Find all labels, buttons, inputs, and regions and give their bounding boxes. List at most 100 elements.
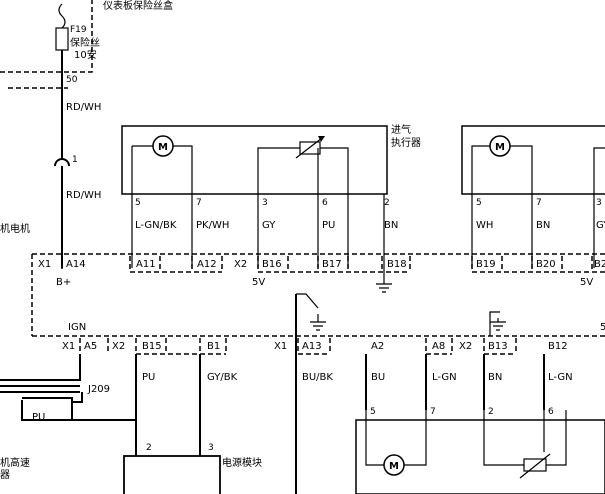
wire-color-label: PU xyxy=(142,372,155,383)
ign-label: IGN xyxy=(68,322,86,333)
actuator1-pin: 2 xyxy=(384,198,390,208)
power-module-pin: 2 xyxy=(146,443,152,453)
lower-actuator-pin: 7 xyxy=(430,407,436,417)
actuator1-pot-leads xyxy=(257,147,349,268)
actuator2-box xyxy=(461,125,605,195)
bottom-wire-labels: PU GY/BK BU/BK BU L-GN BN L-GN xyxy=(142,372,573,383)
ground-symbol-internal xyxy=(310,314,326,331)
actuator1-pin: 3 xyxy=(262,198,268,208)
wire-color-label: L-GN xyxy=(548,372,573,383)
j209-stub xyxy=(72,392,83,403)
actuator1-pot-arrowhead xyxy=(318,136,325,142)
pin-brackets-bottom xyxy=(79,338,517,354)
wire-color-label: BN xyxy=(536,220,550,231)
actuator-name-line2: 执行器 xyxy=(391,136,421,149)
actuator2-motor-symbol: M xyxy=(495,142,505,153)
fuse-box-outline xyxy=(0,0,93,73)
lower-pot-resistor xyxy=(523,458,547,472)
ground-symbol-b18 xyxy=(376,268,392,293)
splice-number: 1 xyxy=(72,155,78,165)
internal-switch xyxy=(296,293,319,309)
wire-color-label: GY xyxy=(596,220,605,231)
wire-color-label: BN xyxy=(384,220,398,231)
wire-label-pu-left: PU xyxy=(32,412,45,423)
actuator2-pin: 3 xyxy=(596,198,602,208)
fuse-pin: 50 xyxy=(66,75,78,85)
actuator1-wire-colors: L-GN/BK PK/WH GY PU BN xyxy=(135,220,398,231)
pin-label: A8 xyxy=(432,341,445,352)
connector-id: X2 xyxy=(234,259,247,270)
pin-label: B20 xyxy=(536,259,556,270)
wire-color-label: BN xyxy=(488,372,502,383)
wire-color-label: GY xyxy=(262,220,276,231)
lower-actuator-pin: 6 xyxy=(548,407,554,417)
wire-color-label: PK/WH xyxy=(196,220,229,231)
wire-color-label: BU xyxy=(371,372,385,383)
pin-label: B19 xyxy=(476,259,496,270)
wire-color-label: WH xyxy=(476,220,493,231)
left-high-speed-label-line1: 机高速 xyxy=(0,456,30,469)
pin-label: A5 xyxy=(84,341,97,352)
pin-label: B12 xyxy=(548,341,568,352)
wire-label-rdwh-top: RD/WH xyxy=(66,102,101,113)
edge-pin-label: 5 xyxy=(600,322,605,333)
actuator2-pin: 7 xyxy=(536,198,542,208)
lower-pot-leads xyxy=(483,410,567,466)
lower-pot-arrow xyxy=(519,453,551,479)
actuator2-wire-colors: WH BN GY xyxy=(476,220,605,231)
actuator2-pins: 5 7 3 xyxy=(476,198,602,208)
lower-motor-leads xyxy=(365,410,427,466)
wire-label-j209: J209 xyxy=(87,384,110,395)
actuator1-pin: 7 xyxy=(196,198,202,208)
pin-label: B15 xyxy=(142,341,162,352)
pin-brackets-top xyxy=(61,256,593,272)
fuse-name-line1: 保险丝 xyxy=(70,36,100,49)
pin-label: B18 xyxy=(387,259,407,270)
actuator2-pin: 5 xyxy=(476,198,482,208)
connector-id: X1 xyxy=(62,341,75,352)
power-module-label: 电源模块 xyxy=(222,456,262,469)
pin-label: B13 xyxy=(488,341,508,352)
module-top-connectors: X1 A14 A11 A12 X2 B16 B17 B18 B19 B20 B2… xyxy=(38,259,605,288)
a5-wires xyxy=(0,354,81,393)
intake-actuator-box xyxy=(121,125,388,195)
connector-id: X1 xyxy=(274,341,287,352)
wire-color-label: BU/BK xyxy=(302,372,333,383)
actuator1-pot-arrow xyxy=(295,137,323,159)
actuator1-pin: 5 xyxy=(135,198,141,208)
lower-actuator-pin: 2 xyxy=(488,407,494,417)
power-module-pin: 3 xyxy=(208,443,214,453)
fuse-element xyxy=(55,27,69,51)
lower-actuator-wires xyxy=(365,354,545,410)
bplus-label: B+ xyxy=(56,277,71,288)
actuator1-motor-leads xyxy=(131,145,193,268)
splice-crossover xyxy=(54,158,70,167)
actuator1-pin: 6 xyxy=(322,198,328,208)
wire-color-label: L-GN xyxy=(432,372,457,383)
lower-motor-symbol: M xyxy=(389,461,399,472)
j209-loop xyxy=(22,397,73,420)
ref-5v-label: 5V xyxy=(580,277,593,288)
pin-label: B17 xyxy=(322,259,342,270)
actuator1-pins: 5 7 3 6 2 xyxy=(135,198,390,208)
wire-color-label: GY/BK xyxy=(207,372,238,383)
pin-label: A2 xyxy=(371,341,384,352)
wire-color-label: L-GN/BK xyxy=(135,220,177,231)
left-motor-label: 机电机 xyxy=(0,222,30,235)
actuator2-leads xyxy=(471,145,605,268)
pin-label: B16 xyxy=(262,259,282,270)
fuse-panel-label: 仪表板保险丝盒 xyxy=(103,0,173,12)
pin-label: A13 xyxy=(302,341,322,352)
actuator-name-line1: 进气 xyxy=(391,123,411,136)
module-bottom-connectors: IGN 5 X1 A5 X2 B15 B1 X1 A13 A2 A8 X2 B1… xyxy=(62,322,605,352)
wire-label-rdwh-bottom: RD/WH xyxy=(66,190,101,201)
pin-label: B2 xyxy=(594,259,605,270)
left-high-speed-label-line2: 器 xyxy=(0,469,10,481)
lower-actuator-pin: 5 xyxy=(370,407,376,417)
connector-id: X2 xyxy=(459,341,472,352)
fuse-name-line2: 10安 xyxy=(74,48,97,61)
connector-id: X2 xyxy=(112,341,125,352)
ground-symbol-b13 xyxy=(489,311,506,336)
actuator1-motor-symbol: M xyxy=(158,142,168,153)
